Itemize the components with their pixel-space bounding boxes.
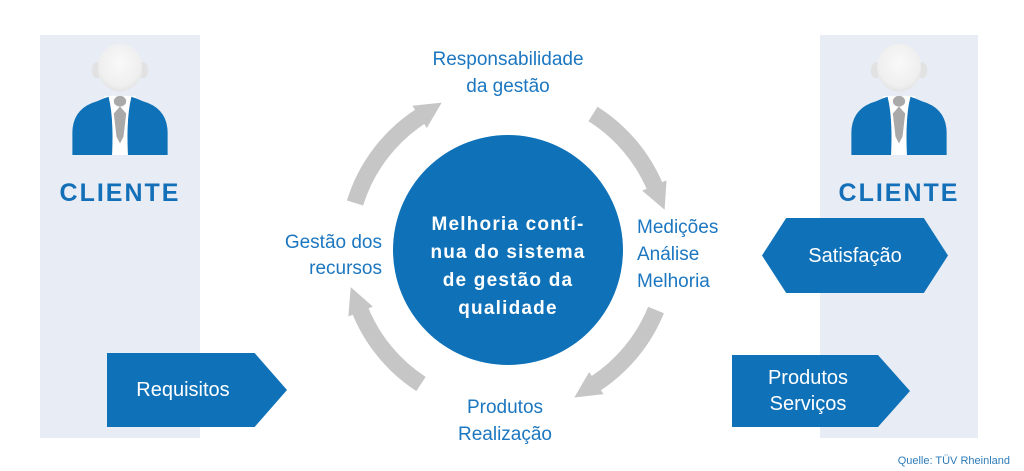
circle-title: Melhoria contí- nua do sistema de gestão… — [430, 214, 586, 319]
tie-icon — [892, 95, 906, 144]
cycle-label-resource-management: Gestão dos recursos — [284, 232, 382, 279]
produtos-servicos-arrow-badge: Produtos Serviços — [732, 355, 910, 427]
requisitos-label: Requisitos — [136, 379, 230, 401]
source-attribution: Quelle: TÜV Rheinland — [897, 455, 1010, 467]
cycle-arrow-top-left-icon — [346, 102, 442, 206]
produtos-servicos-label: Produtos Serviços — [767, 367, 849, 415]
cycle-label-management-responsibility: Responsabilidade da gestão — [432, 49, 584, 97]
right-cliente-label: CLIENTE — [838, 179, 960, 207]
shoulders-icon — [72, 95, 168, 155]
left-cliente-label: CLIENTE — [59, 179, 181, 207]
satisfacao-label: Satisfação — [808, 244, 902, 267]
tie-icon — [113, 95, 127, 144]
head-icon — [870, 43, 928, 92]
business-person-icon — [851, 43, 947, 155]
cycle-label-measurement-analysis: Medições Análise Melhoria — [637, 217, 719, 292]
continuous-improvement-circle: Melhoria contí- nua do sistema de gestão… — [393, 135, 623, 365]
cycle-arrow-bottom-left-icon — [348, 287, 426, 392]
satisfacao-arrow-badge: Satisfação — [762, 218, 948, 293]
cycle-arrow-top-right-icon — [588, 106, 667, 210]
cycle-arrow-bottom-right-icon — [574, 306, 664, 398]
requisitos-arrow-badge: Requisitos — [107, 353, 287, 427]
business-person-icon — [72, 43, 168, 155]
cycle-label-product-realization: Produtos Realização — [458, 397, 552, 445]
head-icon — [91, 43, 149, 92]
